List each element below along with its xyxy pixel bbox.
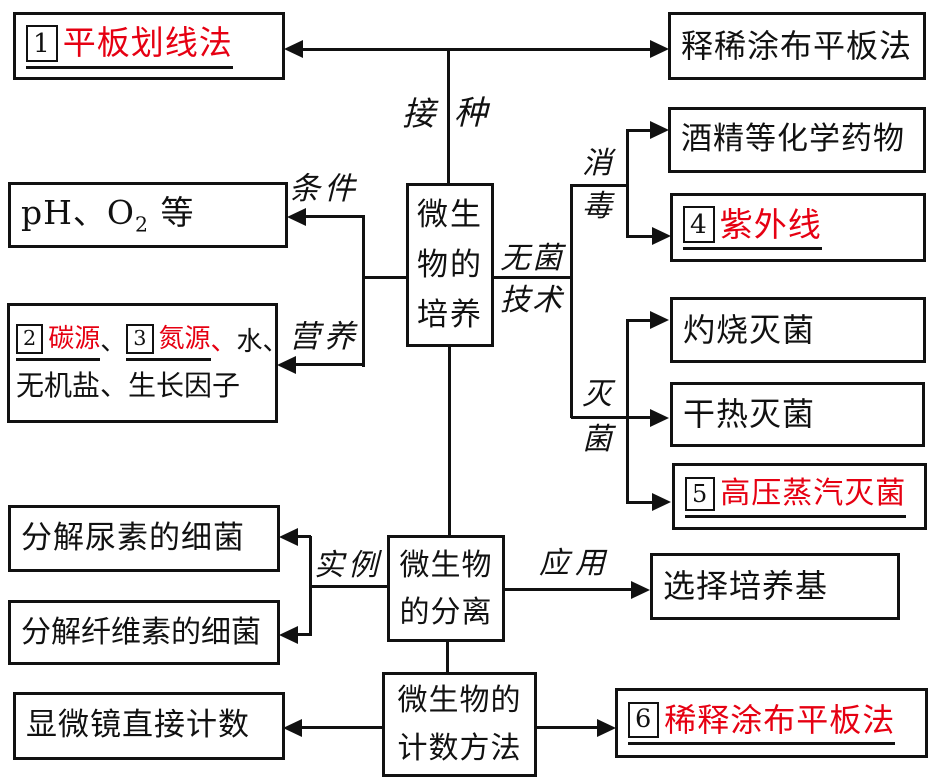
node-ph-conditions: pH、O2 等 [8,182,288,248]
node-selective-medium: 选择培养基 [650,553,900,620]
boxed-number-4: 4 [683,206,715,243]
arrowhead-to-selective-icon [631,581,650,599]
boxed-number-1: 1 [26,24,58,62]
node-selective-label: 选择培养基 [663,567,829,606]
arrowhead-to-nutrients-icon [277,356,296,374]
connector-condition-h-line [303,215,364,218]
node-steam-label: 高压蒸汽灭菌 [720,475,907,511]
node-plate-streak-label: 平板划线法 [62,23,233,63]
connector-application-h-line [505,588,633,591]
node-burn-label: 灼烧灭菌 [683,310,816,349]
connector-alcohol-h-line [628,129,652,132]
connector-cellulose-h-line [296,633,311,636]
boxed-number-5: 5 [685,476,716,511]
connector-urea-h-line [296,535,311,538]
connector-sterilize-h-line [571,416,628,419]
connector-culture-separation-line [448,347,451,535]
node-dry-heat-label: 干热灭菌 [683,395,816,434]
node-counting-method: 微生物的 计数方法 [382,672,537,777]
node-ph-label: pH、O2 等 [21,192,195,237]
node-culture: 微生 物的 培养 [406,183,494,347]
node-uv-label: 紫外线 [719,204,822,244]
node-microscope-count: 显微镜直接计数 [13,692,285,760]
connector-steam-h-line [628,501,654,504]
boxed-number-3: 3 [126,324,154,355]
connector-example-v-line [309,536,312,636]
arrowhead-to-steam-icon [652,493,671,511]
node-urea-bacteria: 分解尿素的细菌 [8,505,280,572]
node-cellulose-label: 分解纤维素的细菌 [21,614,261,650]
node-alcohol: 酒精等化学药物 [668,107,926,173]
connector-dryheat-h-line [628,416,652,419]
connector-microscope-h-line [300,726,382,729]
label-sterilize-char1: 灭 [582,377,616,412]
node-alcohol-label: 酒精等化学药物 [681,121,905,158]
connector-culture-left-v-line [362,215,365,367]
node-nutrients-line2: 无机盐、生长因子 [16,368,241,402]
label-nutrition: 营养 [289,319,359,355]
label-disinfect-char2: 毒 [582,189,616,224]
connector-separation-counting-line [446,642,449,672]
node-dilute-spread-bottom-label: 稀释涂布平板法 [664,700,896,739]
connector-aseptic-trunk-line [570,184,573,418]
node-urea-label: 分解尿素的细菌 [21,519,245,556]
node-dilute-spread-top: 释稀涂布平板法 [668,12,926,80]
connector-burn-h-line [628,319,652,322]
arrowhead-to-urea-icon [279,528,298,546]
arrowhead-to-ph-icon [287,208,306,226]
arrowhead-to-dilute-top-icon [650,40,669,58]
label-application: 应用 [539,546,611,581]
connector-dilute-bottom-h-line [537,726,599,729]
arrowhead-to-alcohol-icon [650,121,669,139]
label-aseptic-line1: 无菌 [500,241,564,276]
arrowhead-to-cellulose-icon [279,626,298,644]
node-dry-heat-sterilize: 干热灭菌 [670,382,925,447]
connector-example-stub-line [311,585,387,588]
label-condition: 条件 [289,171,359,207]
arrowhead-to-plate-streak-icon [284,40,303,58]
arrowhead-to-uv-icon [652,227,671,245]
label-example: 实例 [314,548,382,583]
connector-aseptic-stub-line [494,276,572,279]
label-disinfect-char1: 消 [582,146,616,181]
label-aseptic-line2: 技术 [500,283,564,318]
connector-inoculate-h-line [300,48,652,51]
connector-disinfect-v-line [626,129,629,238]
arrowhead-to-dilute-bottom-icon [597,719,616,737]
label-inoculate-left: 接 [402,94,439,133]
arrowhead-to-burn-icon [650,311,669,329]
arrowhead-to-dryheat-icon [650,409,669,427]
boxed-number-6: 6 [628,702,660,738]
label-inoculate-right: 种 [454,93,491,132]
connector-inoculate-v-line [447,49,450,184]
node-burn-sterilize: 灼烧灭菌 [670,297,926,363]
connector-culture-left-stub-line [364,276,406,279]
node-dilute-spread-top-label: 释稀涂布平板法 [681,26,913,65]
label-sterilize-char2: 菌 [582,422,616,457]
node-separation: 微生物 的分离 [387,535,505,642]
connector-nutrition-h-line [295,363,364,366]
connector-uv-h-line [628,235,654,238]
arrowhead-to-microscope-icon [283,719,302,737]
connector-disinfect-h-line [571,184,628,187]
node-microscope-label: 显微镜直接计数 [26,707,250,744]
connector-sterilize-v-line [626,319,629,504]
boxed-number-2: 2 [16,324,44,355]
node-cellulose-bacteria: 分解纤维素的细菌 [8,600,280,665]
